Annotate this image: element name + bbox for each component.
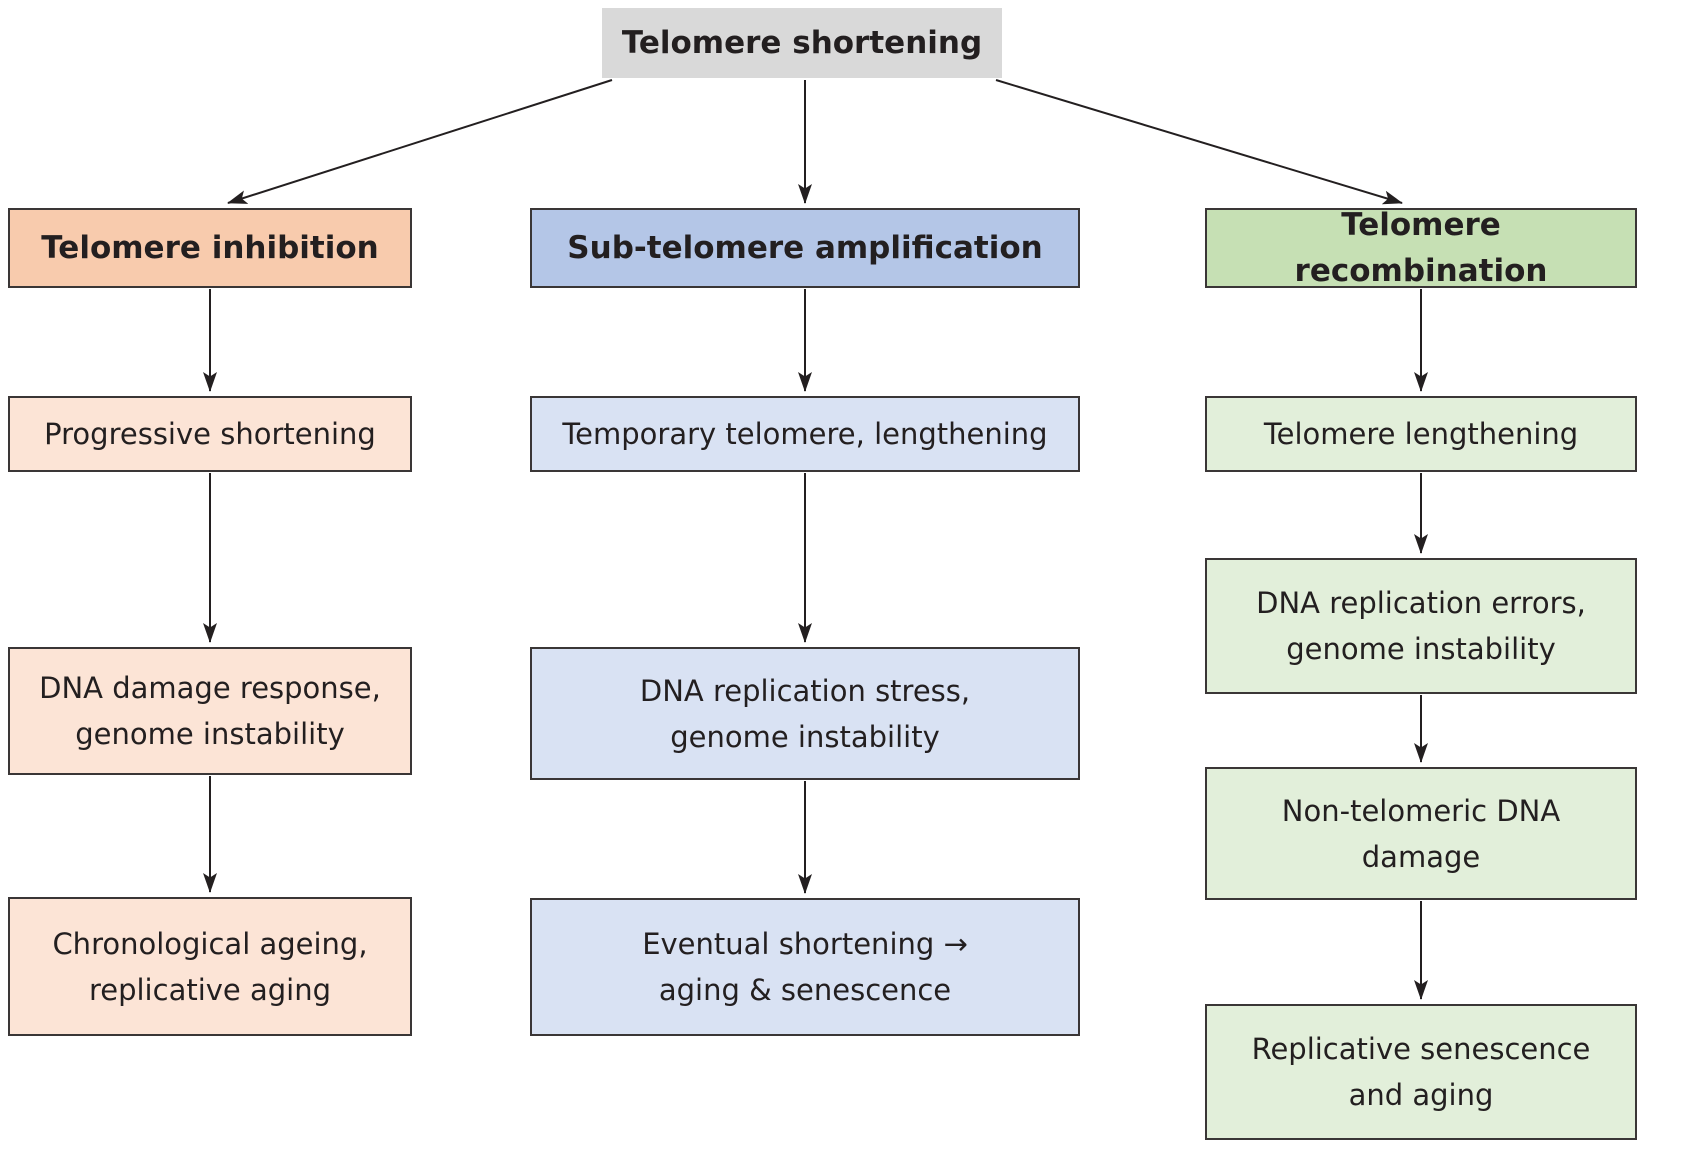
arrow-root-to-inhibition xyxy=(227,79,613,204)
node-telomere-shortening: Telomere shortening xyxy=(602,8,1002,78)
node-temporary-telomere-lengthening: Temporary telomere, lengthening xyxy=(530,396,1080,472)
node-telomere-recombination: Telomere recombination xyxy=(1205,207,1637,289)
node-dna-replication-errors: DNA replication errors, genome instabili… xyxy=(1205,558,1637,694)
node-telomere-inhibition: Telomere inhibition xyxy=(8,208,412,288)
node-telomere-lengthening: Telomere lengthening xyxy=(1205,396,1637,472)
node-replicative-senescence: Replicative senescence and aging xyxy=(1205,1004,1637,1140)
node-dna-damage-response: DNA damage response, genome instability xyxy=(8,647,412,775)
node-chronological-ageing: Chronological ageing, replicative aging xyxy=(8,897,412,1036)
node-dna-replication-stress: DNA replication stress, genome instabili… xyxy=(530,647,1080,780)
node-non-telomeric-dna-damage: Non-telomeric DNA damage xyxy=(1205,767,1637,900)
arrow-root-to-recombination xyxy=(995,79,1403,205)
node-eventual-shortening: Eventual shortening → aging & senescence xyxy=(530,898,1080,1036)
node-progressive-shortening: Progressive shortening xyxy=(8,396,412,472)
node-sub-telomere-amplification: Sub-telomere amplification xyxy=(530,208,1080,288)
